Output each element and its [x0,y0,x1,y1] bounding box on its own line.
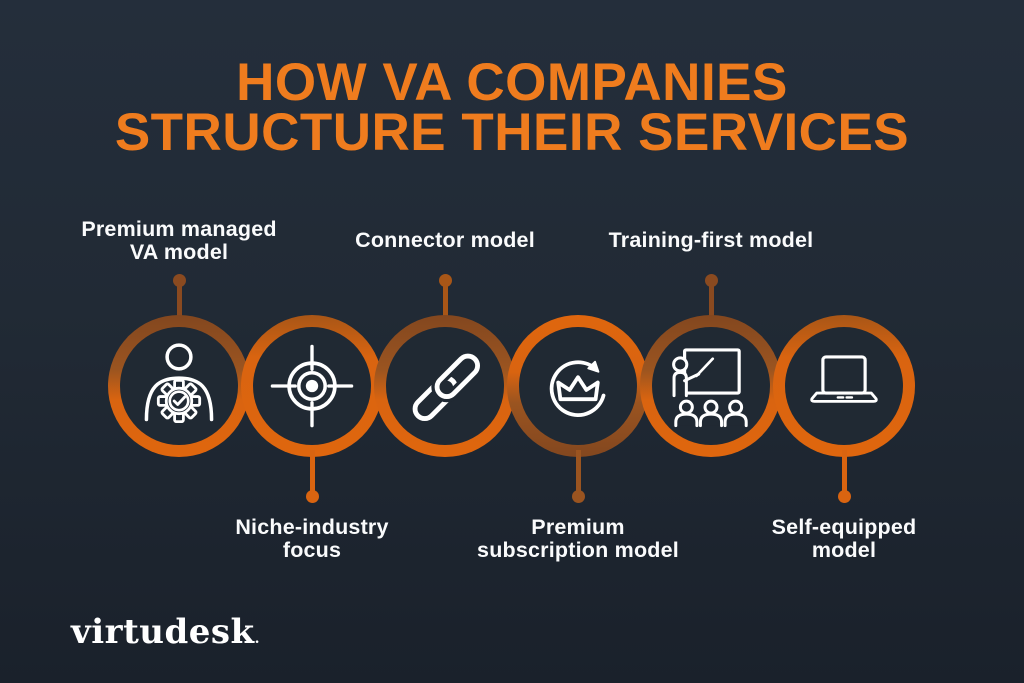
label-line: Self-equipped [771,514,917,539]
connector-dot [837,490,851,503]
connector-stem [575,450,581,492]
connector-stem [176,282,182,322]
model-label: Niche-industry focus [192,510,432,568]
chain-link-icon [412,350,484,421]
label-line: subscription model [477,538,679,562]
model-connector: Connector model [325,0,565,683]
connector-stem [442,282,448,322]
logo-mark: . [254,631,260,647]
model-label: Self-equipped model [724,510,964,568]
model-label: Premium subscription model [458,510,698,568]
model-ring [640,315,782,457]
label-line: Niche-industry [235,514,389,539]
page-title: HOW VA COMPANIES STRUCTURE THEIR SERVICE… [0,53,1024,162]
logo-text: virtudesk [71,612,255,652]
model-label: Premium managed VA model [59,212,299,270]
model-niche-industry-focus: Niche-industry focus [192,0,432,683]
model-self-equipped: Self-equipped model [724,0,964,683]
connector-dot [704,274,718,287]
connector-dot [172,274,186,287]
model-label: Training-first model [591,212,831,270]
model-premium-managed-va: Premium managed VA model [59,0,299,683]
model-label: Connector model [325,212,565,270]
model-training-first: Training-first model [591,0,831,683]
model-ring [374,315,516,457]
label-line: Premium managed [81,216,277,241]
model-premium-subscription: Premium subscription model [458,0,698,683]
connector-stem [309,450,315,492]
model-ring [773,315,915,457]
label-line: focus [282,538,342,562]
label-line: Connector model [355,228,535,253]
model-ring [108,315,250,457]
person-gear-icon [144,343,214,424]
label-line: VA model [129,240,229,264]
model-ring [241,315,383,457]
connector-stem [708,282,714,322]
label-line: Premium [531,514,625,539]
virtudesk-logo: virtudesk. [71,612,260,652]
laptop-icon [810,355,878,403]
teacher-presentation-icon [672,348,748,428]
model-ring [507,315,649,457]
connector-stem [841,450,847,492]
title-line-2: STRUCTURE THEIR SERVICES [114,103,910,162]
connector-dot [438,274,452,287]
connector-dot [571,490,585,503]
label-line: model [811,538,877,562]
crown-refresh-icon [549,360,606,417]
target-icon [270,344,354,428]
connector-dot [305,490,319,503]
title-line-1: HOW VA COMPANIES [236,53,788,112]
label-line: Training-first model [608,228,814,253]
